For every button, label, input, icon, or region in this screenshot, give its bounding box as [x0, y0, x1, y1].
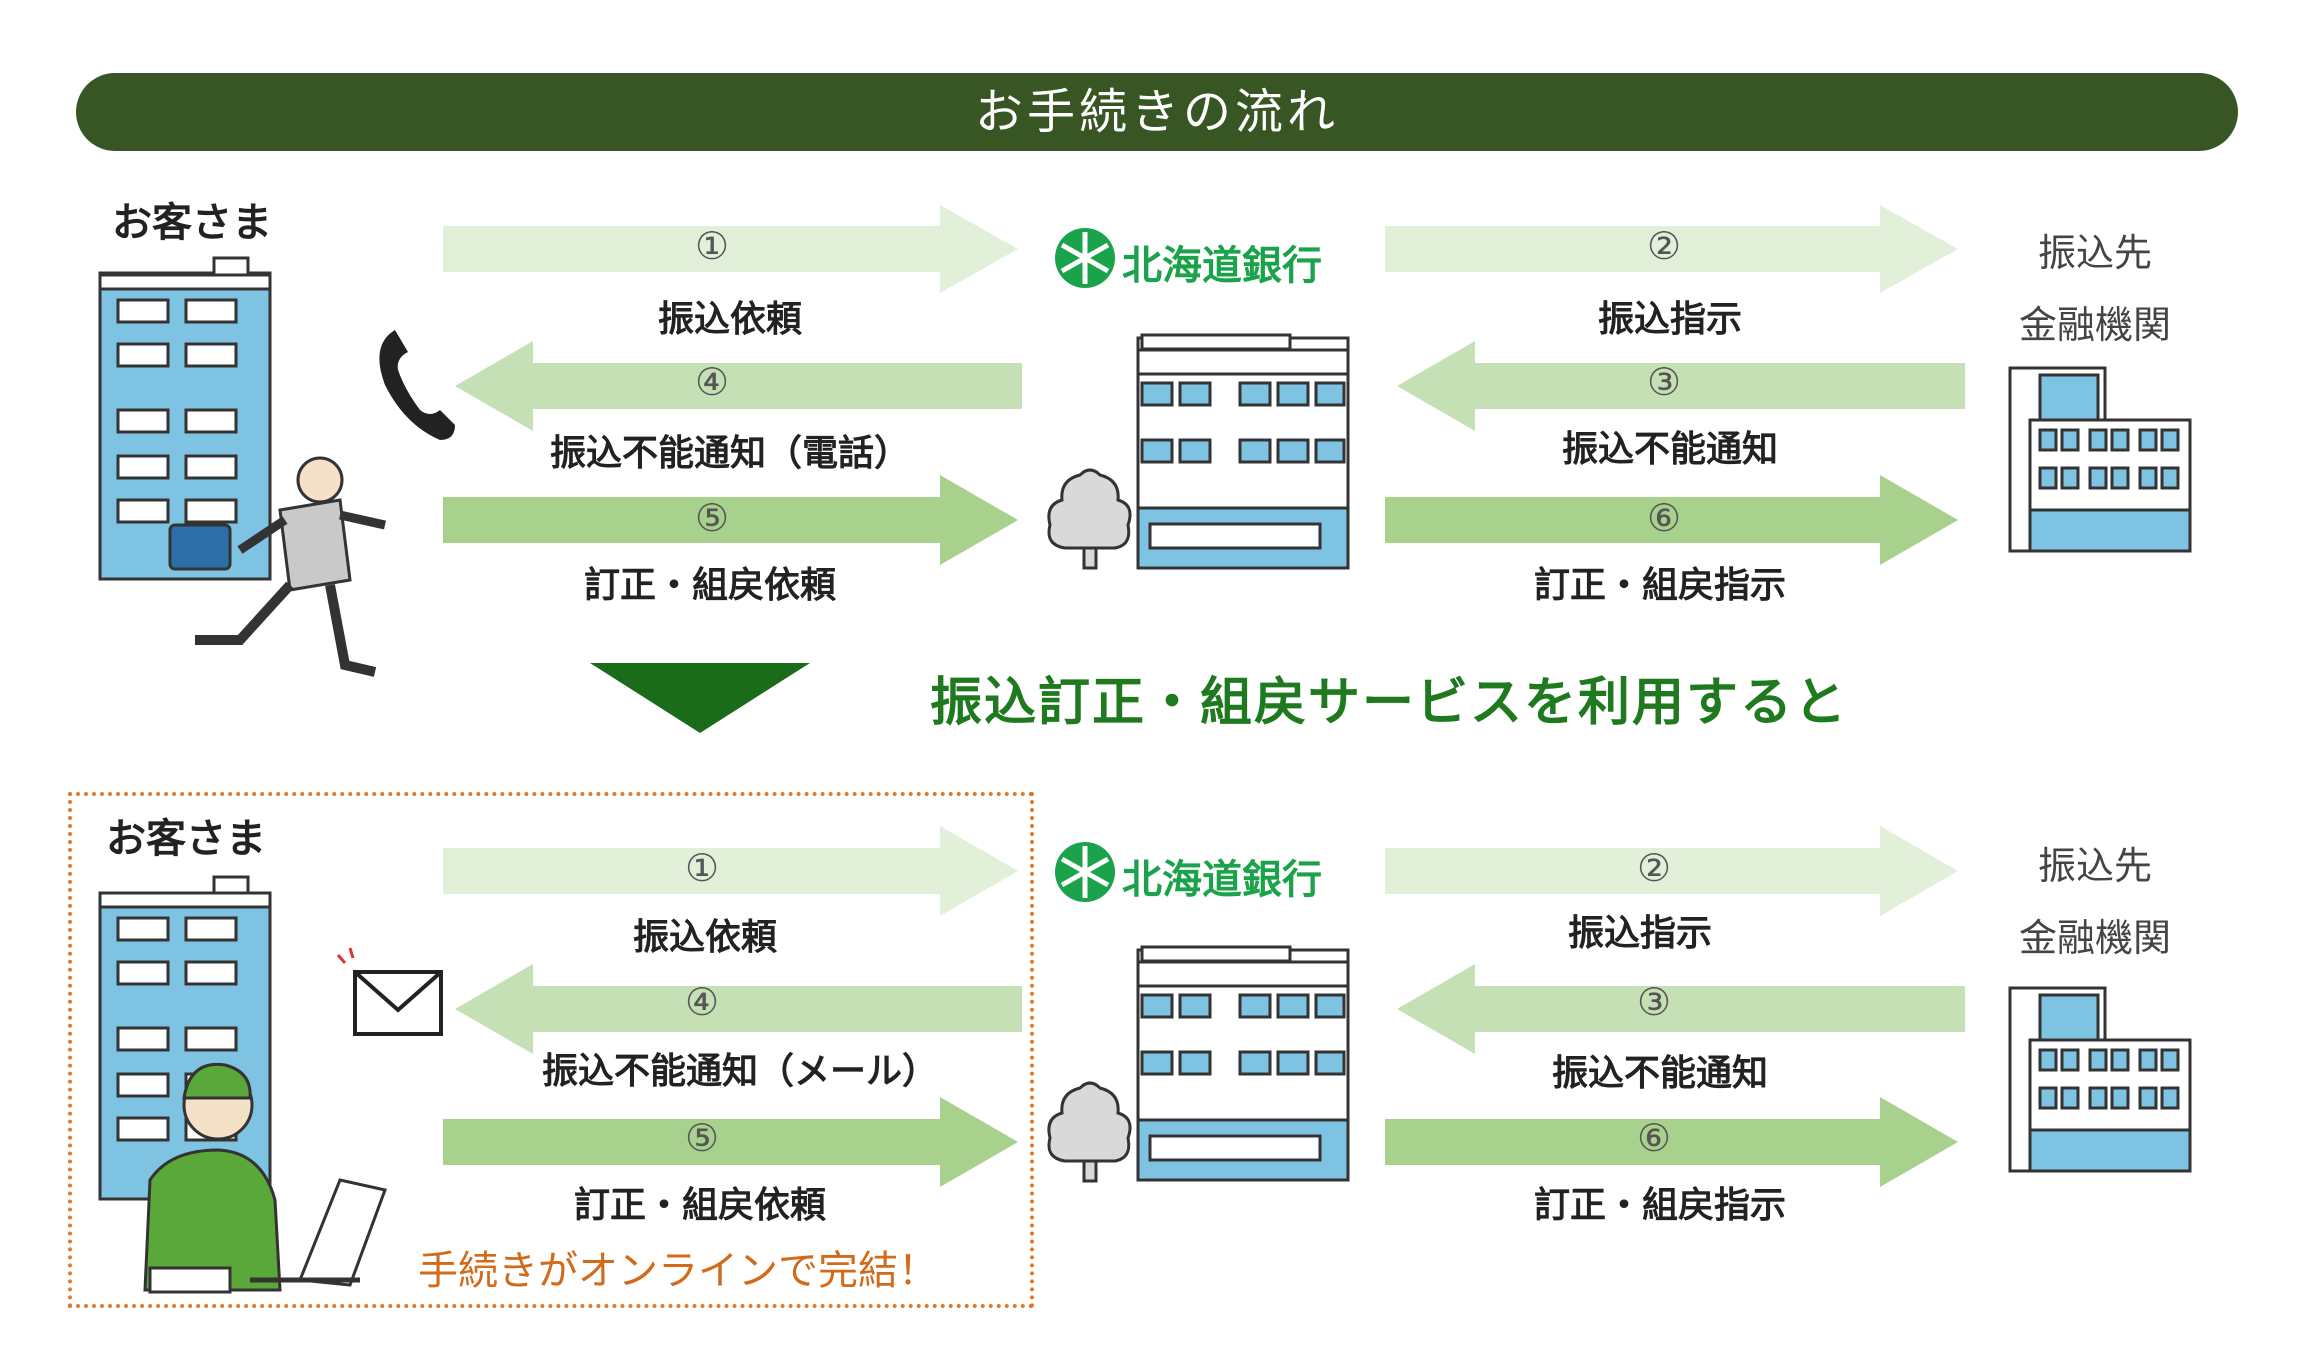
customer-building-icon — [98, 256, 272, 581]
arrow-step4 — [455, 341, 1022, 431]
step-number: ④ — [684, 980, 720, 1024]
bank-building-icon-2 — [1136, 945, 1350, 1182]
arrow-step6 — [1385, 475, 1958, 565]
step-label: 振込指示 — [1597, 299, 1742, 340]
arrow-step4-b — [455, 964, 1022, 1054]
arrow-step5-b — [443, 1097, 1018, 1187]
step-label: 訂正・組戻指示 — [1533, 1185, 1786, 1226]
bank-building-icon — [1136, 333, 1350, 570]
destination-label-2-b: 金融機関 — [2018, 916, 2171, 960]
step-number: ③ — [1646, 360, 1682, 404]
arrow-step3-b — [1397, 964, 1965, 1054]
customer-label: お客さま — [112, 200, 272, 246]
mail-icon — [336, 947, 443, 1036]
step-label: 振込不能通知（電話） — [549, 433, 910, 474]
bank-name: 北海道銀行 — [1122, 243, 1322, 289]
destination-label-1-b: 振込先 — [2037, 844, 2152, 888]
step-number: ④ — [694, 360, 730, 404]
step-number: ① — [684, 846, 720, 890]
bank-logo-icon-2 — [1055, 842, 1115, 902]
step-number: ⑥ — [1646, 496, 1682, 540]
arrow-step2-b — [1385, 826, 1958, 916]
online-note: 手続きがオンラインで完結！ — [418, 1248, 938, 1294]
arrow-step3 — [1397, 341, 1965, 431]
step-number: ⑤ — [694, 496, 730, 540]
arrow-step1 — [443, 205, 1018, 293]
arrow-step5 — [443, 475, 1018, 565]
laptop-user-icon — [143, 1062, 388, 1294]
arrow-step6-b — [1385, 1097, 1958, 1187]
step-label: 訂正・組戻指示 — [1533, 565, 1786, 606]
step-number: ③ — [1636, 980, 1672, 1024]
step-label: 振込不能通知 — [1551, 1053, 1768, 1094]
online-highlight-box — [68, 792, 1034, 1308]
down-triangle-icon — [590, 663, 810, 733]
step-number: ⑤ — [684, 1116, 720, 1160]
bank-logo-icon — [1055, 228, 1115, 288]
step-label: 訂正・組戻依頼 — [583, 565, 836, 606]
tree-icon — [1047, 468, 1132, 570]
phone-icon — [379, 330, 455, 440]
flow-title: お手続きの流れ — [76, 73, 2238, 151]
step-number: ⑥ — [1636, 1116, 1672, 1160]
destination-building-icon-2 — [2008, 986, 2192, 1173]
arrow-step2 — [1385, 205, 1958, 293]
destination-label-2: 金融機関 — [2018, 303, 2171, 347]
step-number: ② — [1646, 224, 1682, 268]
service-title: 振込訂正・組戻サービスを利用すると — [930, 673, 1849, 733]
step-label: 振込指示 — [1567, 913, 1712, 954]
bank-name-2: 北海道銀行 — [1122, 857, 1322, 903]
destination-label-1: 振込先 — [2037, 231, 2152, 275]
step-number: ① — [694, 224, 730, 268]
step-label: 振込不能通知 — [1561, 429, 1778, 470]
running-man-icon — [168, 456, 386, 677]
step-label: 振込不能通知（メール） — [541, 1051, 938, 1092]
tree-icon-2 — [1047, 1081, 1132, 1183]
arrow-step1-b — [443, 826, 1018, 916]
step-number: ② — [1636, 846, 1672, 890]
step-label: 振込依頼 — [632, 917, 777, 958]
destination-building-icon — [2008, 366, 2192, 553]
customer-label-2: お客さま — [106, 816, 266, 862]
step-label: 振込依頼 — [657, 299, 802, 340]
step-label: 訂正・組戻依頼 — [573, 1185, 826, 1226]
